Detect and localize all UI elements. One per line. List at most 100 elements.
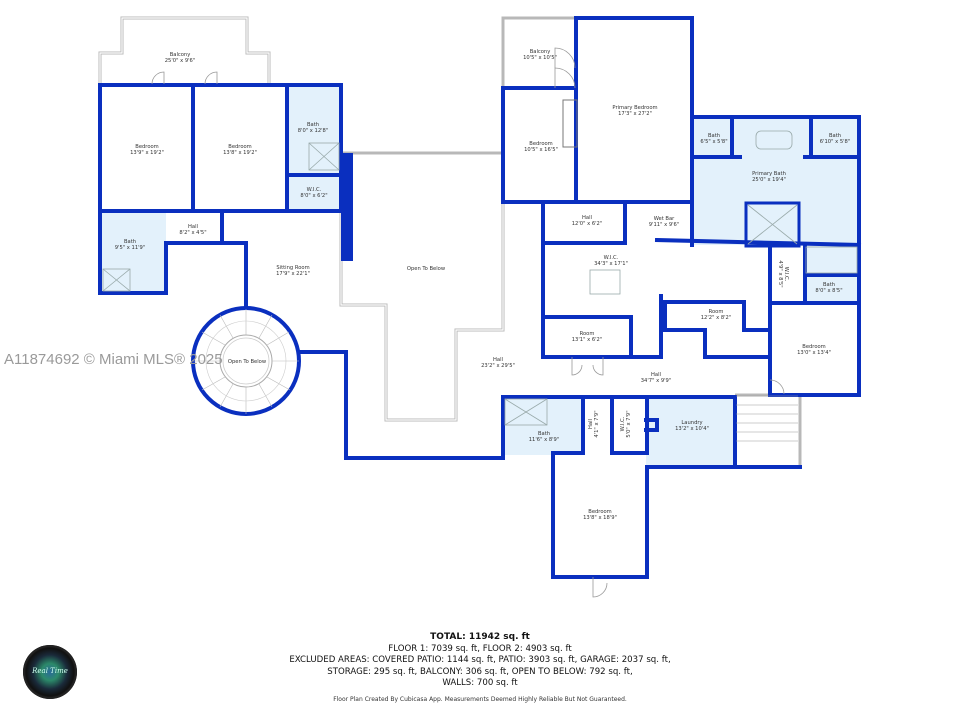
room-name: Hall <box>651 372 661 378</box>
room-name: Bedroom <box>588 509 611 515</box>
room-size: 8'0" x 8'5" <box>815 288 842 294</box>
room-size: 13'0" x 13'4" <box>797 350 831 356</box>
room-name: Room <box>580 331 595 337</box>
room-size: 13'8" x 18'9" <box>583 515 617 521</box>
room-name: W.I.C. <box>307 187 322 193</box>
room-name: Open To Below <box>407 266 446 272</box>
room-size: 9'11" x 9'6" <box>649 222 680 228</box>
room-size: 11'6" x 8'9" <box>529 437 560 443</box>
room-size: 17'3" x 27'2" <box>618 111 652 117</box>
room-name: W.I.C. <box>604 255 619 261</box>
excluded-areas-line-1: EXCLUDED AREAS: COVERED PATIO: 1144 sq. … <box>289 655 671 666</box>
room-size: 4'1" x 7'9" <box>594 410 600 437</box>
room-name: Balcony <box>530 49 551 55</box>
svg-text:W.I.C.8'0" x 6'2": W.I.C.8'0" x 6'2" <box>300 187 327 199</box>
room-name: Bedroom <box>135 144 158 150</box>
room-size: 25'0" x 9'6" <box>165 58 196 64</box>
room-name: Wet Bar <box>654 216 675 222</box>
room-name: W.I.C. <box>620 416 626 431</box>
room-size: 4'9" x 8'5" <box>777 260 783 287</box>
room-name: Bath <box>307 122 319 128</box>
room-name: Balcony <box>170 52 191 58</box>
floor-areas: FLOOR 1: 7039 sq. ft, FLOOR 2: 4903 sq. … <box>388 643 572 654</box>
room-name: Hall <box>493 357 503 363</box>
interior-walls <box>98 16 862 579</box>
fixtures <box>102 47 858 598</box>
room-size: 6'5" x 5'8" <box>700 139 727 145</box>
bath-fills <box>100 85 859 467</box>
excluded-areas-line-2: STORAGE: 295 sq. ft, BALCONY: 306 sq. ft… <box>327 666 633 677</box>
svg-text:Hall4'1" x 7'9": Hall4'1" x 7'9" <box>588 410 600 437</box>
room-name: Bath <box>538 431 550 437</box>
room-size: 12'0" x 6'2" <box>572 221 603 227</box>
walls-area: WALLS: 700 sq. ft <box>442 678 518 689</box>
room-size: 13'2" x 10'4" <box>675 426 709 432</box>
room-name: Sitting Room <box>276 265 309 271</box>
room-name: Bath <box>823 282 835 288</box>
room-size: 13'9" x 19'2" <box>130 150 164 156</box>
area-summary: TOTAL: 11942 sq. ft FLOOR 1: 7039 sq. ft… <box>0 632 960 690</box>
room-name: Open To Below <box>228 359 267 365</box>
exterior-walls <box>98 16 802 467</box>
room-size: 17'9" x 22'1" <box>276 271 310 277</box>
room-size: 8'0" x 6'2" <box>300 193 327 199</box>
total-area: TOTAL: 11942 sq. ft <box>430 632 530 642</box>
room-name: Bath <box>124 239 136 245</box>
room-name: Primary Bedroom <box>612 105 657 111</box>
room-size: 34'7" x 9'9" <box>641 378 672 384</box>
mls-watermark: A11874692 © Miami MLS® 2025 <box>4 351 223 368</box>
room-name: Bath <box>829 133 841 139</box>
room-size: 13'1" x 6'2" <box>572 337 603 343</box>
room-name: Hall <box>188 224 198 230</box>
room-name: Bedroom <box>802 344 825 350</box>
room-size: 9'5" x 11'9" <box>115 245 146 251</box>
room-name: Hall <box>588 419 594 429</box>
room-name: Primary Bath <box>752 171 786 177</box>
room-size: 34'3" x 17'1" <box>594 261 628 267</box>
room-name: Bedroom <box>529 141 552 147</box>
room-size: 10'5" x 16'5" <box>524 147 558 153</box>
disclaimer: Floor Plan Created By Cubicasa App. Meas… <box>333 696 627 703</box>
svg-text:W.I.C.5'0" x 7'9": W.I.C.5'0" x 7'9" <box>620 410 632 437</box>
room-size: 23'2" x 29'5" <box>481 363 515 369</box>
svg-text:W.I.C.4'9" x 8'5": W.I.C.4'9" x 8'5" <box>777 260 789 287</box>
room-name: Bedroom <box>228 144 251 150</box>
logo-text: Real Time <box>32 667 68 675</box>
room-size: 5'0" x 7'9" <box>626 410 632 437</box>
room-name: Laundry <box>681 420 702 426</box>
room-name: Hall <box>582 215 592 221</box>
room-name: W.I.C. <box>783 267 789 282</box>
room-size: 13'8" x 19'2" <box>223 150 257 156</box>
room-name: Bath <box>708 133 720 139</box>
room-name: Room <box>709 309 724 315</box>
svg-text:W.I.C.34'3" x 17'1": W.I.C.34'3" x 17'1" <box>594 255 628 267</box>
room-size: 8'2" x 4'5" <box>179 230 206 236</box>
room-size: 10'5" x 10'5" <box>523 55 557 61</box>
room-size: 6'10" x 5'8" <box>820 139 851 145</box>
room-size: 8'0" x 12'8" <box>298 128 329 134</box>
